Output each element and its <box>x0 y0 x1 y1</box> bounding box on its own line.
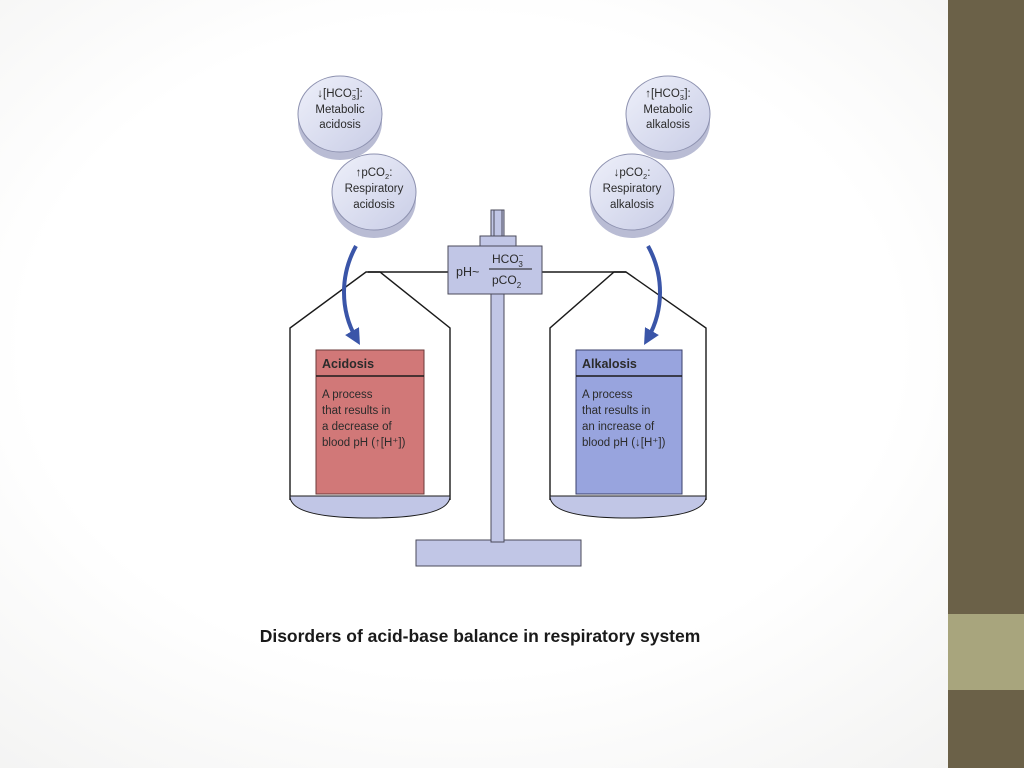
ph-prefix: pH~ <box>456 265 479 279</box>
formula-denominator: pCO <box>492 273 517 287</box>
left-pan <box>289 271 451 519</box>
formula-numerator-sub: 3 <box>518 260 523 269</box>
svg-text:↓pCO2:: ↓pCO2: <box>614 167 651 181</box>
right-pan <box>549 271 707 519</box>
svg-text:↓[HCO3−]:: ↓[HCO3−]: <box>317 86 362 102</box>
svg-text:↑[HCO3−]:: ↑[HCO3−]: <box>645 86 690 102</box>
scale-base <box>415 539 582 567</box>
acidosis-box: Acidosis A process that results in a dec… <box>315 349 425 495</box>
formula-numerator: HCO <box>492 252 519 266</box>
disc-respiratory-acidosis-line2: Respiratory <box>345 183 404 195</box>
right-side-accent <box>948 614 1024 690</box>
acidosis-line-1: A process <box>322 389 373 401</box>
svg-text:HCO−3: HCO−3 <box>492 251 524 269</box>
disc-metabolic-acidosis-line3: acidosis <box>319 119 361 131</box>
alkalosis-line-1: A process <box>582 389 633 401</box>
ph-formula-box: pH~ HCO−3 pCO2 <box>447 245 543 295</box>
disc-respiratory-acidosis: ↑pCO2: Respiratory acidosis <box>331 153 417 238</box>
alkalosis-line-2: that results in <box>582 405 650 417</box>
disc-respiratory-alkalosis-line3: alkalosis <box>610 199 654 211</box>
disc-respiratory-acidosis-line3: acidosis <box>353 199 395 211</box>
acidosis-title: Acidosis <box>322 357 374 371</box>
disc-metabolic-alkalosis-line2: Metabolic <box>643 104 692 116</box>
scale-top-knob <box>493 209 503 239</box>
left-curved-arrow <box>342 245 360 345</box>
right-curved-arrow <box>644 245 662 345</box>
left-pan-dish <box>289 495 451 519</box>
acid-base-balance-diagram: pH~ HCO−3 pCO2 Acidosis A process that r… <box>289 75 711 567</box>
formula-numerator-sup: − <box>519 251 524 260</box>
right-pan-dish <box>549 495 707 519</box>
disc-metabolic-acidosis-line2: Metabolic <box>315 104 364 116</box>
alkalosis-box: Alkalosis A process that results in an i… <box>575 349 683 495</box>
acidosis-line-3: a decrease of <box>322 421 392 433</box>
acidosis-line-2: that results in <box>322 405 390 417</box>
acidosis-line-4: blood pH (↑[H⁺]) <box>322 437 406 449</box>
disc-metabolic-alkalosis: ↑[HCO3−]: Metabolic alkalosis <box>625 75 711 160</box>
svg-text:pH~: pH~ <box>456 265 479 279</box>
alkalosis-line-3: an increase of <box>582 421 655 433</box>
disc-metabolic-alkalosis-line3: alkalosis <box>646 119 690 131</box>
arrow-down-icon: ↓ <box>614 167 620 179</box>
alkalosis-line-4: blood pH (↓[H⁺]) <box>582 437 666 449</box>
svg-text:↑pCO2:: ↑pCO2: <box>356 167 393 181</box>
arrow-up-icon: ↑ <box>356 167 362 179</box>
disc-respiratory-alkalosis: ↓pCO2: Respiratory alkalosis <box>589 153 675 238</box>
arrow-up-icon: ↑ <box>645 88 651 100</box>
svg-text:pCO2: pCO2 <box>492 273 522 290</box>
disc-respiratory-alkalosis-line2: Respiratory <box>603 183 662 195</box>
alkalosis-title: Alkalosis <box>582 357 637 371</box>
disc-metabolic-acidosis: ↓[HCO3−]: Metabolic acidosis <box>297 75 383 160</box>
arrow-down-icon: ↓ <box>317 88 323 100</box>
formula-denominator-sub: 2 <box>517 281 522 290</box>
figure-caption: Disorders of acid-base balance in respir… <box>259 626 701 646</box>
